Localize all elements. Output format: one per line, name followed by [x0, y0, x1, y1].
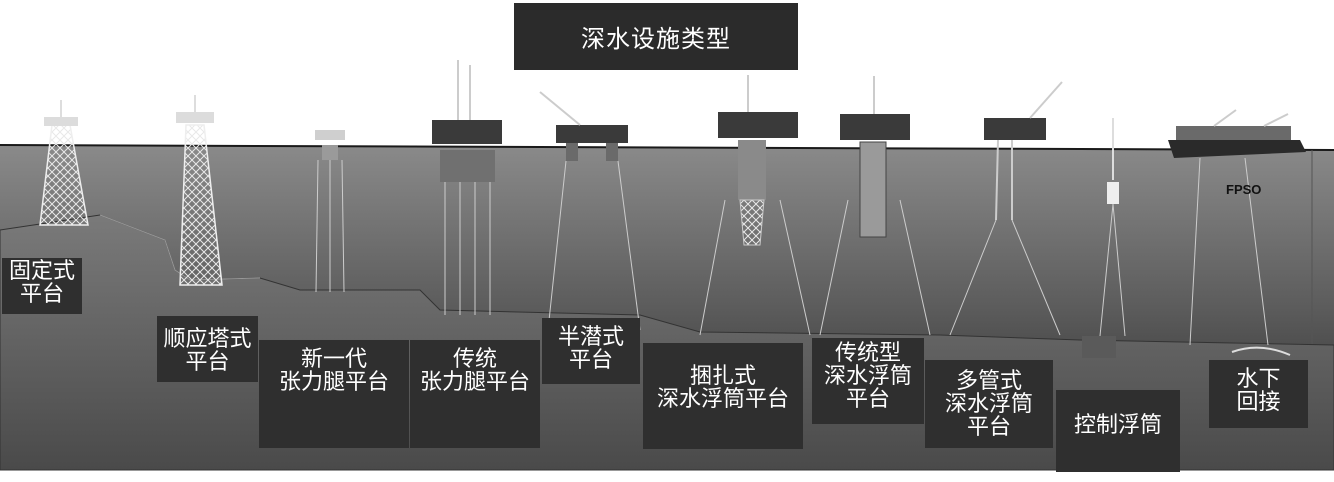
fixed-platform-structure	[39, 100, 89, 226]
label-fixed-platform: 固定式 平台	[2, 258, 82, 314]
label-compliant-tower: 顺应塔式 平台	[157, 316, 258, 382]
label-control-buoy: 控制浮筒	[1056, 390, 1180, 472]
semi-submersible-structure	[539, 91, 641, 331]
label-classic-spar: 传统型 深水浮筒 平台	[812, 338, 924, 424]
diagram-title: 深水设施类型	[514, 3, 798, 70]
label-new-tlp: 新一代 张力腿平台	[259, 340, 409, 448]
label-semi-submersible: 半潜式 平台	[542, 318, 640, 384]
label-conventional-tlp: 传统 张力腿平台	[410, 340, 540, 448]
conventional-tlp-structure	[432, 60, 502, 315]
label-truss-spar: 捆扎式 深水浮筒平台	[643, 343, 803, 449]
new-tlp-structure	[315, 130, 345, 293]
label-subsea-tieback: 水下 回接	[1209, 360, 1308, 428]
sea-surface	[0, 144, 1334, 151]
classic-spar-structure	[819, 76, 931, 336]
control-buoy-structure	[1082, 118, 1126, 358]
label-cell-spar: 多管式 深水浮筒 平台	[925, 360, 1053, 448]
fpso-label: FPSO	[1226, 182, 1262, 197]
cell-spar-structure	[949, 81, 1063, 336]
compliant-tower-structure	[176, 95, 223, 286]
truss-spar-structure	[699, 75, 811, 336]
fpso-vessel	[1168, 109, 1306, 346]
subsea-pipeline	[1231, 346, 1291, 356]
